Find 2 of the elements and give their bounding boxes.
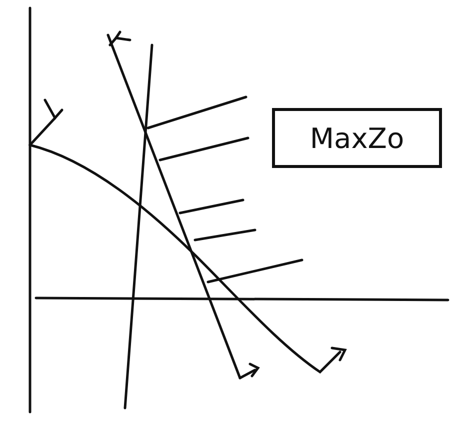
label-box bbox=[272, 108, 442, 168]
objective-label: MaxZo bbox=[310, 122, 404, 154]
